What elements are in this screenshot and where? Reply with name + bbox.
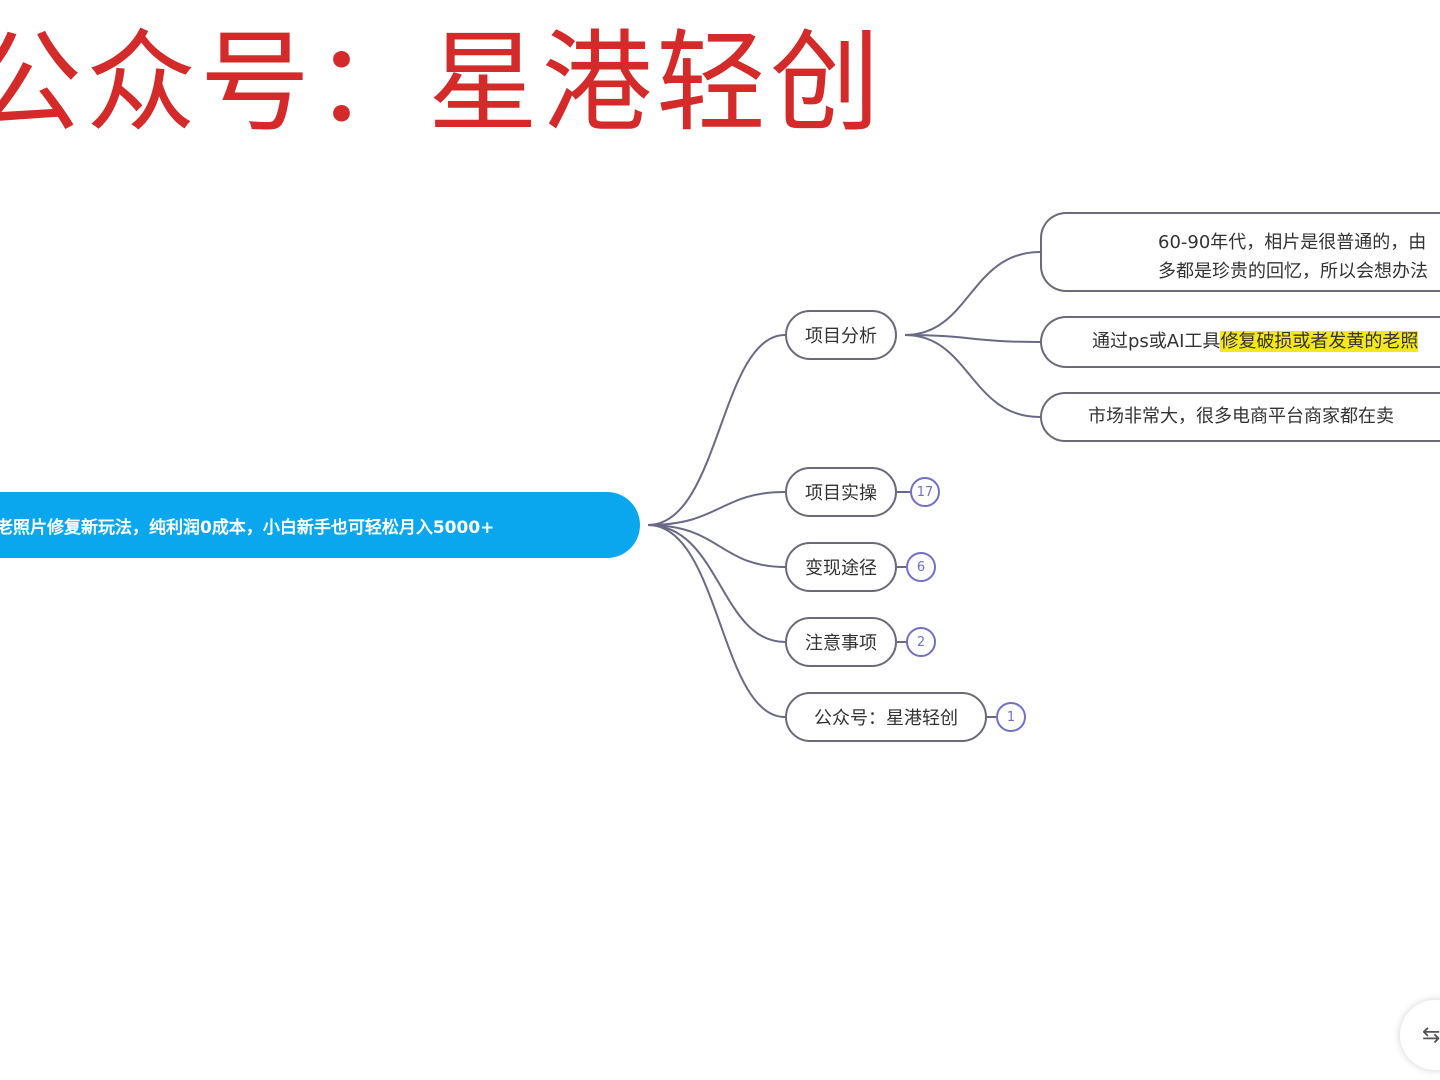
highlighted-text: 修复破损或者发黄的老照 [1220, 331, 1419, 352]
link-root-practice [647, 491, 786, 526]
link-analysis-leaf3 [904, 334, 1041, 418]
swap-icon: ⇆ [1422, 1022, 1440, 1048]
leaf-restore-method[interactable]: 通过ps或AI工具修复破损或者发黄的老照 [1040, 316, 1440, 368]
branch-notes[interactable]: 注意事项 [785, 617, 897, 667]
leaf-line: 多都是珍贵的回忆，所以会想办法 [1158, 261, 1428, 282]
leaf-era-background[interactable]: 60-90年代，相片是很普通的，由 多都是珍贵的回忆，所以会想办法 [1040, 212, 1440, 292]
collapsed-count-badge[interactable]: 6 [906, 552, 936, 582]
collapsed-count-badge[interactable]: 2 [906, 627, 936, 657]
leaf-line: 60-90年代，相片是很普通的，由 [1158, 232, 1427, 253]
link-root-account [647, 524, 786, 718]
branch-monetization[interactable]: 变现途径 [785, 542, 897, 592]
link-root-notes [647, 524, 786, 643]
leaf-text: 市场非常大，很多电商平台商家都在卖 [1088, 406, 1394, 427]
leaf-text: 通过ps或AI工具 [1092, 331, 1221, 352]
collapsed-count-badge[interactable]: 1 [996, 702, 1026, 732]
link-root-analysis [647, 334, 786, 526]
leaf-market-size[interactable]: 市场非常大，很多电商平台商家都在卖 [1040, 392, 1440, 442]
branch-project-practice[interactable]: 项目实操 [785, 467, 897, 517]
link-root-monetize [647, 524, 786, 568]
branch-official-account[interactable]: 公众号：星港轻创 [785, 692, 987, 742]
link-analysis-leaf1 [904, 251, 1041, 336]
link-analysis-leaf2 [904, 334, 1041, 343]
banner-title: 公众号：星港轻创 [0, 19, 884, 147]
branch-project-analysis[interactable]: 项目分析 [785, 310, 897, 360]
collapsed-count-badge[interactable]: 17 [910, 477, 940, 507]
root-topic[interactable]: 老照片修复新玩法，纯利润0成本，小白新手也可轻松月入5000+ [0, 492, 640, 558]
